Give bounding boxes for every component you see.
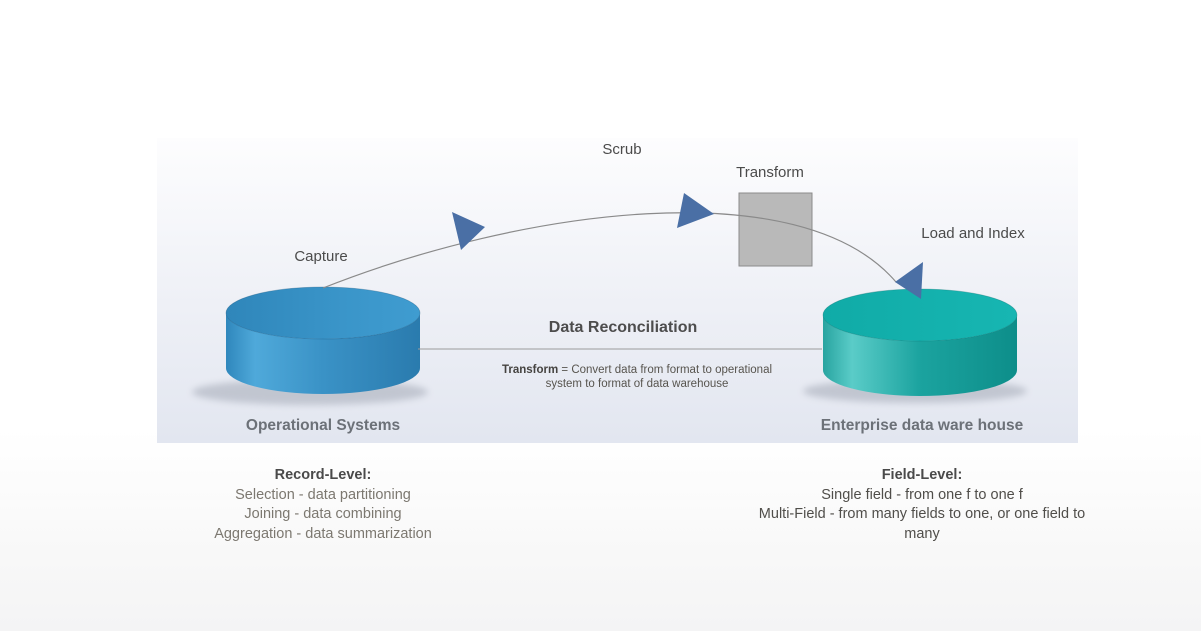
load-and-index-label: Load and Index	[921, 225, 1025, 242]
reconciliation-note-term: Transform	[501, 364, 559, 376]
capture-label: Capture	[294, 248, 348, 265]
reconciliation-note-text: = Convert data from format to operationa…	[545, 364, 773, 390]
left-cylinder	[225, 286, 421, 394]
operational-systems-label: Operational Systems	[245, 417, 401, 434]
capture-arrowhead-icon	[452, 212, 485, 250]
data-reconciliation-title: Data Reconciliation	[548, 319, 698, 336]
field-level-item: Multi-Field - from many fields to one, o…	[758, 506, 1086, 542]
right-cylinder	[822, 288, 1018, 396]
scrub-label: Scrub	[602, 141, 642, 158]
transform-box	[738, 192, 813, 267]
flow-arc	[322, 212, 897, 289]
record-level-item: Joining - data combining	[244, 506, 402, 522]
record-level-item: Selection - data partitioning	[235, 486, 411, 503]
record-level-block: Record-Level: Selection - data partition…	[173, 466, 473, 544]
record-level-item: Aggregation - data summarization	[214, 525, 432, 542]
transform-label: Transform	[736, 164, 804, 181]
field-level-block: Field-Level: Single field - from one f t…	[752, 466, 1092, 544]
record-level-heading: Record-Level:	[274, 467, 372, 483]
enterprise-warehouse-label: Enterprise data ware house	[820, 417, 1024, 434]
reconciliation-note: Transform = Convert data from format to …	[492, 363, 782, 391]
scrub-arrowhead-icon	[677, 193, 714, 228]
load-arrowhead-icon	[895, 262, 923, 299]
field-level-heading: Field-Level:	[881, 467, 963, 483]
field-level-item: Single field - from one f to one f	[821, 486, 1023, 503]
